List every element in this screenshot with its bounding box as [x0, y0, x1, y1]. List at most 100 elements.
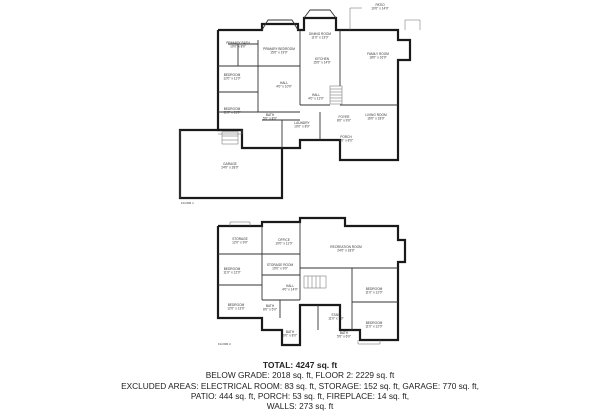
room-dims: 12'0" x 11'0" [223, 77, 240, 81]
area-summary: TOTAL: 4247 sq. ft BELOW GRADE: 2018 sq.… [0, 360, 600, 411]
room-label: BEDROOM [366, 321, 383, 325]
room-label: PRIMARY BEDROOM [263, 47, 295, 51]
room-label: PRIMARY BATH [226, 41, 250, 45]
room-label: STORAGE ROOM [267, 263, 294, 267]
room-label: LAUNDRY [294, 121, 310, 125]
room-dims: 11'0" x 13'0" [311, 36, 328, 40]
room-label: BEDROOM [224, 107, 241, 111]
room-label: FAMILY ROOM [367, 52, 389, 56]
room-label: STAIR [331, 313, 341, 317]
room-dims: 5'0" x 6'0" [337, 335, 351, 339]
room-label: DINING ROOM [309, 32, 331, 36]
room-label: HALL [286, 284, 294, 288]
area-line-3: PATIO: 444 sq. ft, PORCH: 53 sq. ft, FIR… [190, 390, 410, 401]
room-dims: 11'0" x 7'0" [328, 317, 343, 321]
room-label: BATH [266, 113, 275, 117]
room-dims: 18'0" x 16'0" [369, 56, 386, 60]
room-dims: 16'0" x 18'0" [367, 117, 384, 121]
floor-2-outline [216, 216, 407, 347]
room-dims: 12'0" x 13'0" [227, 307, 244, 311]
room-dims: 24'0" x 28'0" [221, 166, 238, 170]
floor-2-tag: FLOOR 2 [218, 342, 231, 346]
room-dims: 11'0" x 12'0" [365, 291, 382, 295]
floor-1-outline [216, 16, 412, 162]
room-dims: 4'0" x 12'0" [308, 97, 324, 101]
room-label: RECREATION ROOM [330, 245, 362, 249]
room-label: PORCH [340, 135, 352, 139]
room-dims: 11'0" x 12'0" [365, 325, 382, 329]
room-label: BATH [286, 330, 295, 334]
room-label: BEDROOM [228, 303, 245, 307]
floor-2-stairs [303, 275, 327, 289]
room-dims: 15'0" x 14'0" [313, 61, 330, 65]
garage-steps [221, 131, 239, 145]
room-label: BEDROOM [224, 267, 241, 271]
area-line-1: BELOW GRADE: 2018 sq. ft, FLOOR 2: 2229 … [205, 370, 395, 381]
room-dims: 6'0" x 8'0" [283, 334, 297, 338]
room-label: BATH [340, 331, 349, 335]
room-dims: 5'0" x 8'0" [263, 117, 277, 121]
room-label: GARAGE [223, 162, 237, 166]
room-dims: 10'0" x 9'0" [272, 267, 288, 271]
room-label: FOYER [339, 115, 351, 119]
room-label: BATH [266, 304, 275, 308]
room-label: PATIO [375, 3, 385, 7]
floor-1-stairs [329, 85, 343, 105]
floor-1-interior-walls [218, 30, 398, 148]
room-dims: 15'0" x 19'0" [270, 51, 287, 55]
room-label: LIVING ROOM [365, 113, 387, 117]
room-dims: 10'0" x 14'0" [371, 7, 388, 11]
room-dims: 4'0" x 14'0" [282, 288, 298, 292]
room-dims: 10'0" x 8'0" [230, 45, 246, 49]
floor-2-interior-walls [218, 222, 398, 330]
room-dims: 8'0" x 5'0" [263, 308, 277, 312]
dining-bay-window [303, 9, 337, 19]
room-label: HALL [280, 81, 288, 85]
room-dims: 10'0" x 8'0" [294, 125, 310, 129]
room-label: HALL [312, 93, 320, 97]
room-dims: 4'0" x 10'0" [276, 85, 292, 89]
room-label: BEDROOM [224, 73, 241, 77]
total-area: TOTAL: 4247 sq. ft [262, 360, 338, 370]
room-dims: 6'0" x 8'0" [339, 139, 353, 143]
area-line-2: EXCLUDED AREAS: ELECTRICAL ROOM: 83 sq. … [121, 380, 479, 391]
room-label: STORAGE [232, 237, 248, 241]
room-label: OFFICE [278, 238, 290, 242]
room-dims: 8'0" x 9'0" [337, 119, 351, 123]
patio-steps [404, 19, 421, 30]
room-label: BEDROOM [366, 287, 383, 291]
room-dims: 11'0" x 11'0" [223, 111, 240, 115]
room-dims: 11'0" x 12'0" [223, 271, 240, 275]
